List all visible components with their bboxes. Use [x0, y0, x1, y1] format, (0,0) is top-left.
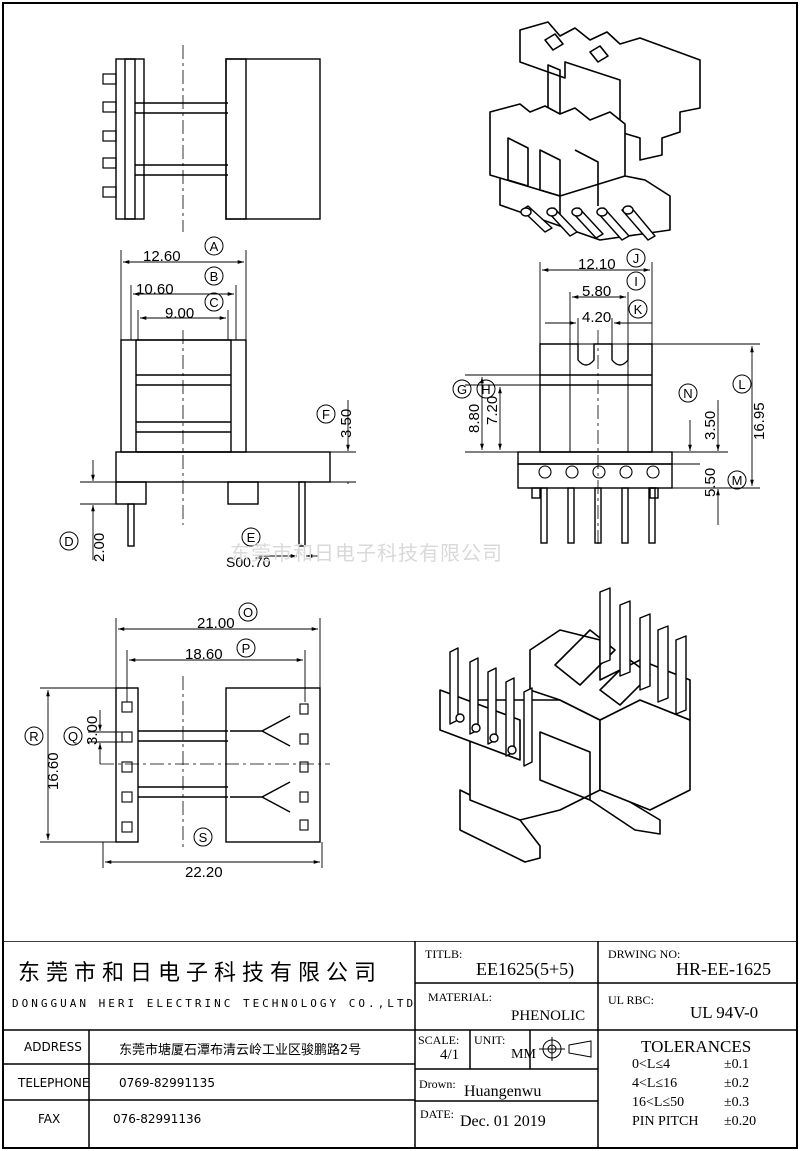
marker-g: G — [457, 382, 467, 397]
side-view-right — [517, 330, 673, 548]
dim-a: 12.60 — [143, 248, 181, 265]
callout-markers: A B C F D E J I K G H N L M O P Q R S — [24, 236, 752, 847]
date-label: DATE: — [420, 1107, 454, 1121]
title-value: EE1625(5+5) — [476, 959, 575, 979]
fax-label: FAX — [38, 1112, 61, 1126]
ul-value: UL 94V-0 — [690, 1003, 759, 1022]
date-value: Dec. 01 2019 — [460, 1113, 546, 1130]
marker-a: A — [210, 239, 219, 254]
fax-value: 076-82991136 — [113, 1112, 202, 1126]
marker-l: L — [738, 377, 745, 392]
dim-k: 4.20 — [582, 309, 611, 326]
tolerance-value: ±0.2 — [724, 1076, 750, 1091]
tolerance-row: 16<L≤50 ±0.3 — [632, 1095, 792, 1114]
marker-p: P — [242, 641, 251, 656]
bottom-view-dimension-text: 21.00 18.60 3.00 16.60 22.20 — [45, 615, 235, 881]
dim-n: 3.50 — [702, 411, 719, 440]
front-left-dimensions — [80, 250, 356, 560]
marker-d: D — [64, 534, 73, 549]
dim-f: 3.50 — [338, 409, 355, 438]
title-block-grid — [3, 941, 797, 1148]
dim-c: 9.00 — [165, 305, 194, 322]
title-label: TITLB: — [425, 947, 463, 961]
top-left-views — [102, 45, 321, 232]
drawn-label: Drown: — [419, 1077, 456, 1091]
dim-g: 8.80 — [466, 404, 483, 433]
tolerance-value: ±0.1 — [724, 1057, 750, 1072]
isometric-view-top — [489, 21, 701, 241]
material-label: MATERIAL: — [428, 990, 492, 1004]
tolerance-value: ±0.20 — [724, 1114, 757, 1129]
side-right-dimensions — [465, 262, 760, 525]
marker-m: M — [732, 473, 743, 488]
scale-label: SCALE: — [418, 1033, 460, 1047]
tolerance-row: 0<L≤4 ±0.1 — [632, 1057, 792, 1076]
watermark-text: 东莞市和日电子科技有限公司 — [230, 541, 503, 565]
company-name-en: DONGGUAN HERI ELECTRINC TECHNOLOGY CO.,L… — [12, 997, 417, 1010]
scale-value: 4/1 — [440, 1047, 460, 1063]
tolerances-title: TOLERANCES — [641, 1037, 752, 1056]
drawn-value: Huangenwu — [464, 1083, 542, 1100]
marker-s: S — [199, 830, 208, 845]
dim-q: 3.00 — [84, 716, 101, 745]
marker-h: H — [481, 382, 490, 397]
company-name-cn: 东莞市和日电子科技有限公司 — [18, 961, 383, 986]
dim-m: 5.50 — [702, 468, 719, 497]
dim-h: 7.20 — [484, 396, 501, 425]
tolerance-row: PIN PITCH ±0.20 — [632, 1114, 792, 1133]
marker-b: B — [210, 269, 219, 284]
drawing-number-label: DRWING NO: — [608, 947, 681, 961]
dim-d: 2.00 — [91, 533, 108, 562]
bottom-view — [100, 676, 330, 850]
side-right-dimension-text: 12.10 5.80 4.20 8.80 7.20 3.50 16.95 5.5… — [466, 256, 768, 497]
marker-q: Q — [68, 729, 78, 744]
tolerance-row: 4<L≤16 ±0.2 — [632, 1076, 792, 1095]
material-value: PHENOLIC — [511, 1008, 586, 1024]
dim-i: 5.80 — [582, 283, 611, 300]
drawing-number-value: HR-EE-1625 — [676, 959, 771, 979]
telephone-value: 0769-82991135 — [119, 1076, 215, 1090]
marker-k: K — [634, 302, 643, 317]
tolerance-range: 16<L≤50 — [632, 1095, 685, 1110]
tolerance-value: ±0.3 — [724, 1095, 750, 1110]
dim-p: 18.60 — [185, 646, 223, 663]
unit-label: UNIT: — [474, 1033, 506, 1047]
marker-f: F — [322, 407, 330, 422]
dim-e: S00.70 — [226, 554, 271, 570]
marker-j: J — [633, 251, 640, 266]
dim-o: 21.00 — [197, 615, 235, 632]
dim-b: 10.60 — [136, 281, 174, 298]
isometric-view-bottom — [439, 587, 691, 863]
front-left-dimension-text: 12.60 10.60 9.00 3.50 2.00 S00.70 — [91, 248, 355, 570]
ul-label: UL RBC: — [608, 993, 654, 1007]
dim-l: 16.95 — [751, 402, 768, 440]
title-block: 东莞市和日电子科技有限公司 DONGGUAN HERI ELECTRINC TE… — [0, 941, 800, 1151]
dim-r: 16.60 — [45, 752, 62, 790]
address-label: ADDRESS — [24, 1040, 82, 1054]
marker-r: R — [29, 729, 38, 744]
tolerance-range: 4<L≤16 — [632, 1076, 678, 1091]
tolerance-range: PIN PITCH — [632, 1114, 699, 1129]
bottom-view-dimensions — [40, 618, 323, 868]
marker-c: C — [209, 295, 218, 310]
front-view-left — [115, 330, 331, 547]
unit-value: MM — [511, 1047, 536, 1062]
tolerance-range: 0<L≤4 — [632, 1057, 671, 1072]
marker-o: O — [243, 605, 253, 620]
marker-i: I — [634, 274, 638, 289]
marker-e: E — [247, 530, 256, 545]
dim-j: 12.10 — [578, 256, 616, 273]
marker-n: N — [683, 386, 692, 401]
projection-symbol-icon — [535, 1037, 597, 1065]
tolerances-list: 0<L≤4 ±0.1 4<L≤16 ±0.2 16<L≤50 ±0.3 PIN … — [632, 1057, 792, 1133]
telephone-label: TELEPHONE — [18, 1076, 90, 1090]
dim-s: 22.20 — [185, 864, 223, 881]
address-value: 东莞市塘厦石潭布清云岭工业区骏鹏路2号 — [119, 1043, 362, 1058]
